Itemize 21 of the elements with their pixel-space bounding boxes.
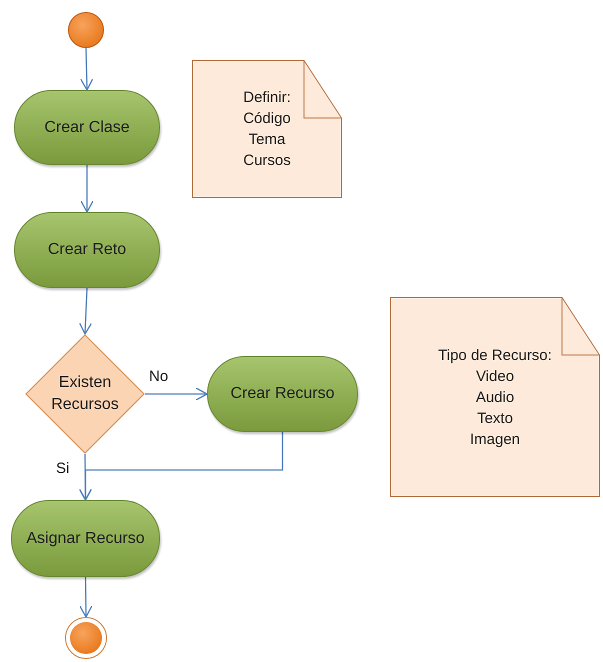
decision-label: Existen Recursos xyxy=(50,373,120,415)
start-node xyxy=(68,12,104,48)
note-text: Código xyxy=(243,109,291,129)
note-text: Video xyxy=(476,366,514,386)
arrow xyxy=(145,387,208,401)
note-text: Audio xyxy=(476,388,514,408)
note-text: Texto xyxy=(477,408,513,428)
note-text: Cursos xyxy=(243,151,291,171)
note-text: Imagen xyxy=(470,430,520,450)
action-box: Crear Reto xyxy=(14,212,160,288)
action-box: Crear Clase xyxy=(14,90,160,165)
action-box: Asignar Recurso xyxy=(11,500,160,577)
arrow xyxy=(80,165,94,213)
arrow xyxy=(79,577,92,618)
arrow xyxy=(78,432,284,501)
note-text: Tema xyxy=(248,130,286,150)
action-box: Crear Recurso xyxy=(207,356,358,432)
arrow xyxy=(78,288,92,335)
arrow xyxy=(80,48,94,91)
note-text: Tipo de Recurso: xyxy=(438,346,552,366)
note-text: Definir: xyxy=(243,88,291,108)
